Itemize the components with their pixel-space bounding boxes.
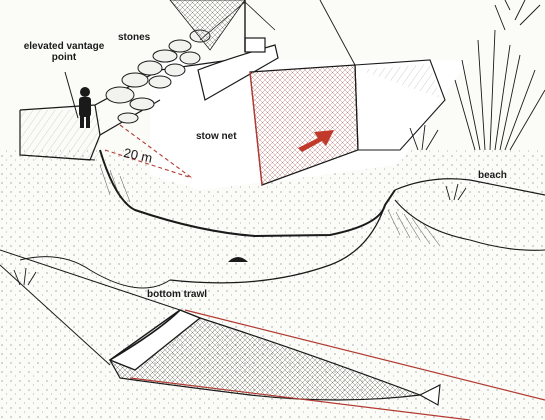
label-beach: beach (478, 170, 507, 181)
label-bottom-trawl: bottom trawl (147, 289, 207, 300)
label-stones: stones (118, 32, 150, 43)
label-elevated-vantage-point: elevated vantage point (22, 41, 106, 63)
label-stow-net: stow net (196, 131, 237, 142)
